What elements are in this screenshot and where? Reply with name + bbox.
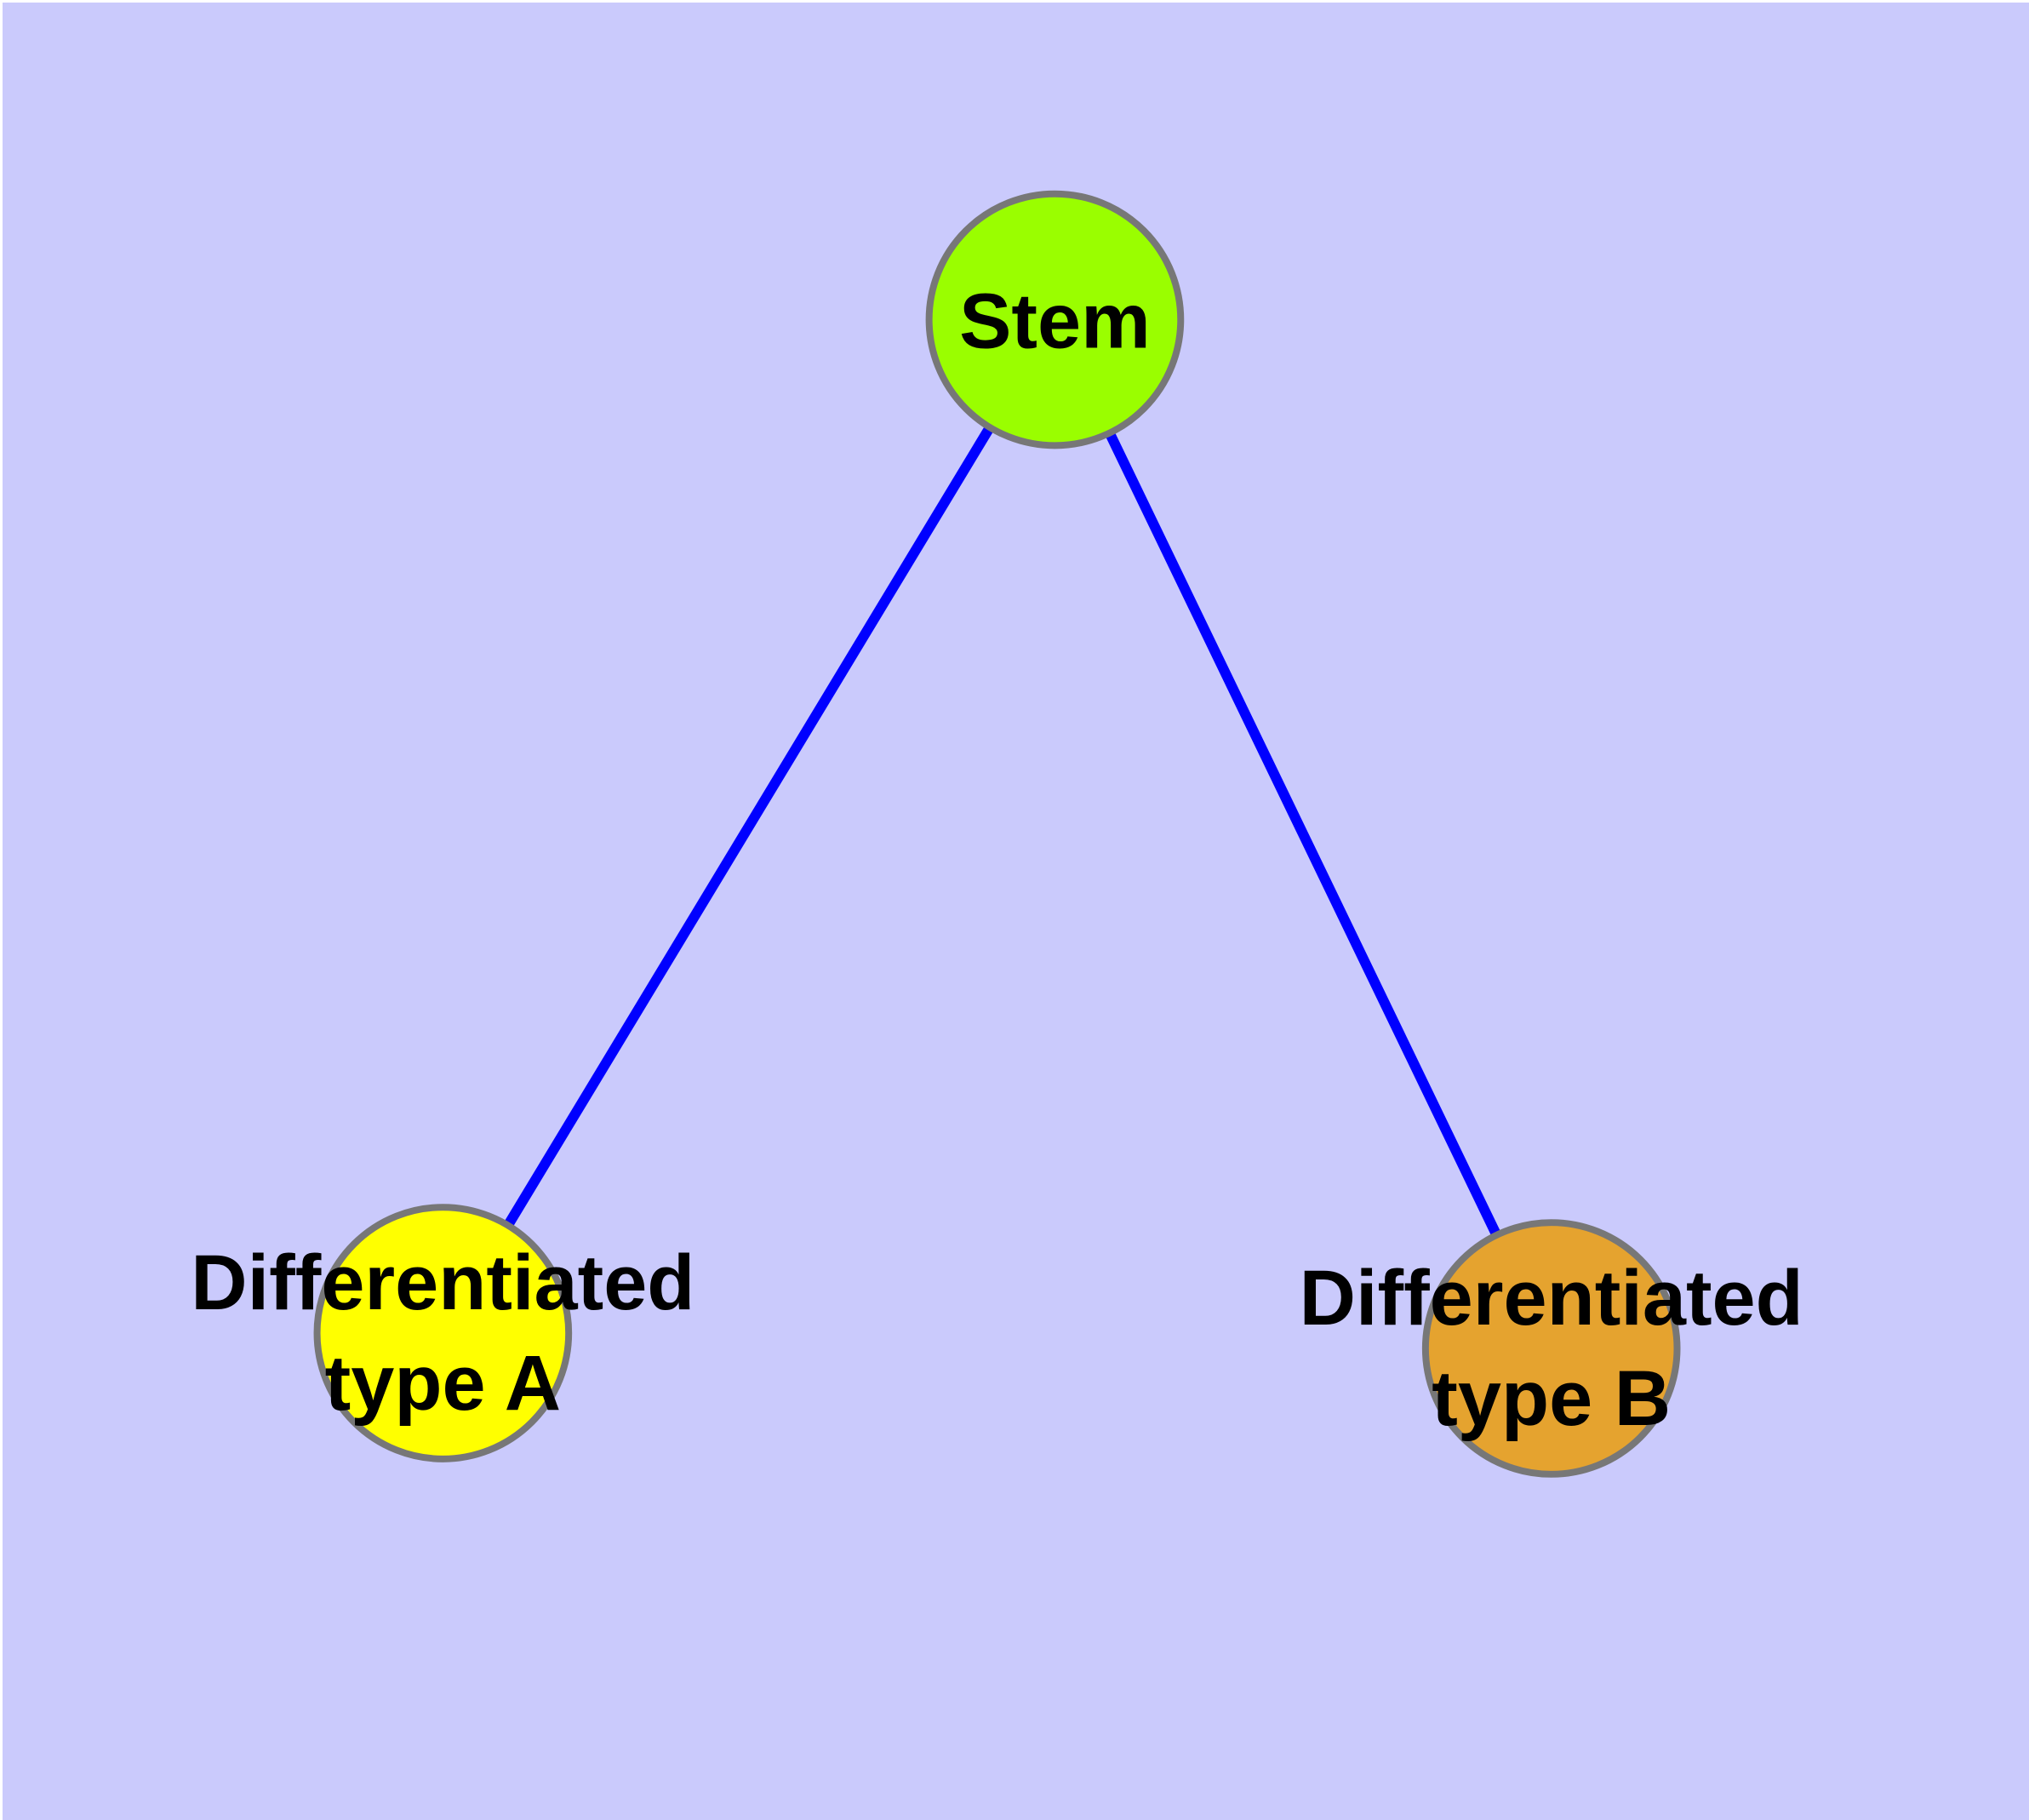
node-stem-label: Stem	[959, 278, 1151, 365]
node-type-a-label-line1: Differentiated	[191, 1239, 694, 1326]
node-type-a-circle	[313, 1204, 573, 1462]
node-stem-circle	[925, 190, 1185, 449]
edge-stem-to-type-b	[1050, 317, 1557, 1351]
node-type-b-label-line1: Differentiated	[1300, 1255, 1803, 1342]
node-type-b-label-line2: type B	[1432, 1355, 1671, 1442]
edge-stem-to-type-a	[438, 317, 1060, 1336]
node-type-b-circle	[1421, 1219, 1681, 1478]
graph-canvas: Stem Differentiated type A Differentiate…	[3, 3, 2029, 1820]
node-type-a-label-line2: type A	[325, 1340, 561, 1427]
